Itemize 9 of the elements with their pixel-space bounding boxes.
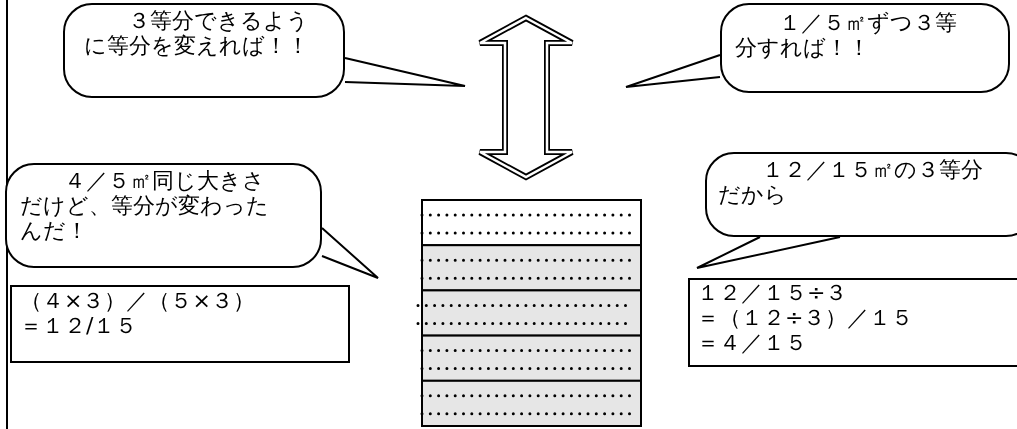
calculation-text: ＝（１２÷３）／１５ bbox=[697, 305, 915, 330]
calculation-text: ＝４／１５ bbox=[697, 330, 808, 355]
calculation-text: ＝１２/１５ bbox=[20, 313, 139, 338]
bubble-text: １／５㎡ずつ３等分すれば！！ bbox=[735, 10, 958, 60]
bubble-text: ３等分できるように等分を変えれば！！ bbox=[84, 8, 310, 58]
bubble-text: ４／５㎡同じ大きさだけど、等分が変わったんだ！ bbox=[20, 168, 270, 243]
calculation-text: １２／１５÷３ bbox=[697, 280, 849, 305]
calculation-text: （４×３）／（５×３） bbox=[20, 288, 256, 313]
bubble-text: １２／１５㎡の３等分だから bbox=[718, 157, 984, 207]
